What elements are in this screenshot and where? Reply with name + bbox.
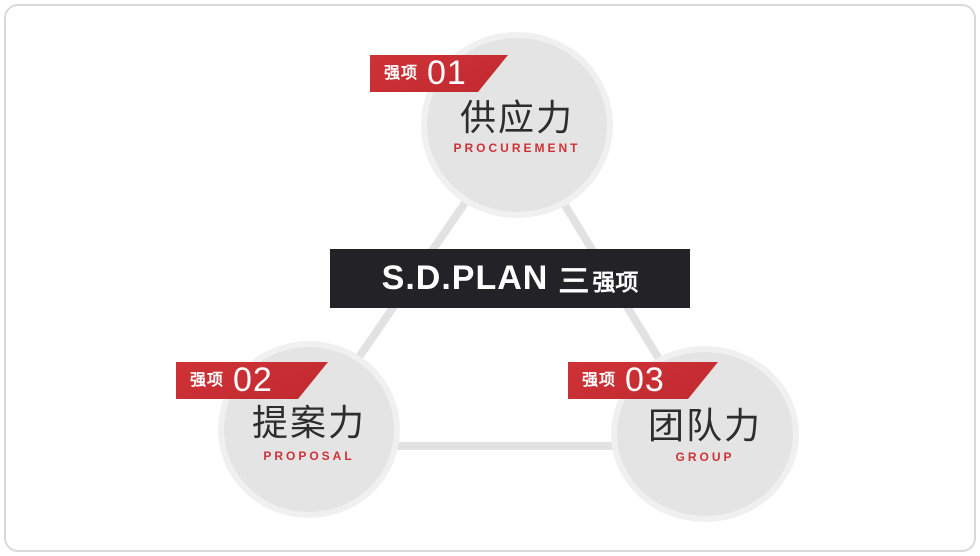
badge-label: 强项 — [384, 64, 419, 82]
suffix-large-text: 三 — [558, 264, 590, 299]
badge-01: 强项 01 — [370, 55, 508, 92]
brand-text: S.D.PLAN — [381, 259, 549, 297]
circle-subtitle: GROUP — [675, 450, 735, 464]
badge-label: 强项 — [190, 371, 225, 389]
badge-label: 强项 — [582, 371, 617, 389]
badge-number: 03 — [625, 360, 665, 399]
circle-title: 团队力 — [647, 405, 762, 446]
center-title-banner: S.D.PLAN 三 强项 — [330, 249, 690, 308]
circle-title: 提案力 — [251, 402, 366, 443]
circle-subtitle: PROPOSAL — [263, 449, 355, 463]
badge-number: 01 — [427, 53, 467, 92]
badge-02: 强项 02 — [176, 362, 328, 399]
suffix-small-text: 强项 — [592, 269, 639, 295]
badge-number: 02 — [233, 360, 273, 399]
circle-subtitle: PROCUREMENT — [453, 141, 581, 155]
circle-title: 供应力 — [459, 97, 574, 138]
